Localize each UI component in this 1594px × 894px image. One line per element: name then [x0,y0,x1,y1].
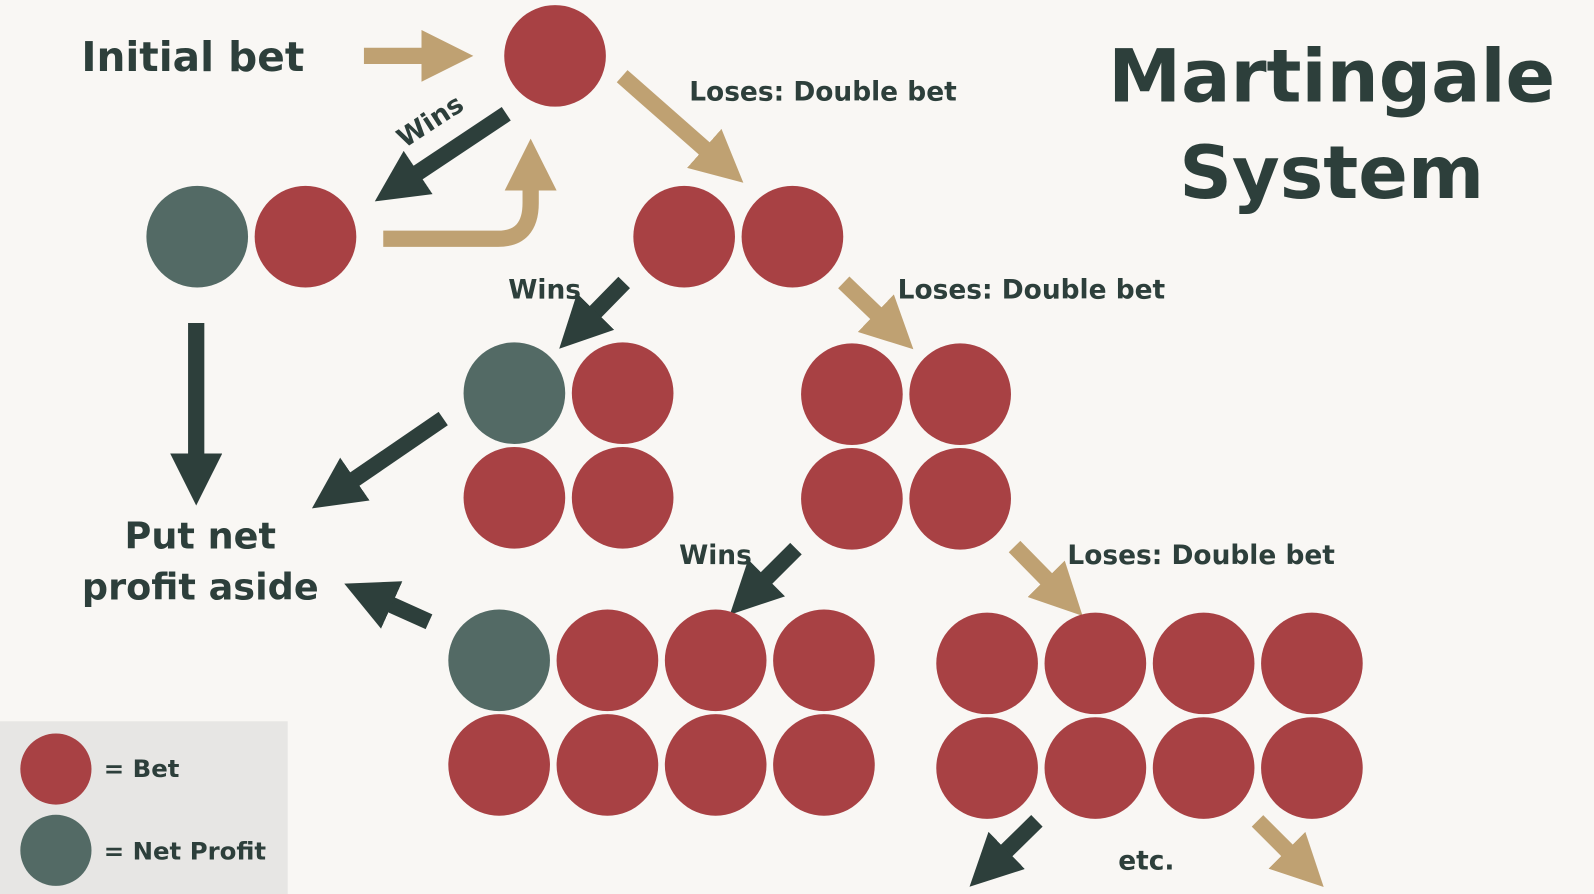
group-win-after-2 [463,342,674,549]
bet-chip [556,609,659,712]
bet-chip [448,714,550,816]
bet-chip [1152,612,1255,715]
etc-lose-arrow [1251,815,1324,887]
bet-chip [664,609,767,712]
group-lose-2-double [801,343,1011,550]
bet-chip [1152,717,1255,819]
put-aside-arrow-3 [344,581,433,630]
etc-win-arrow [969,815,1043,887]
title-line-1: Martingale [1108,35,1555,120]
lose-arrow-1 [616,70,744,183]
legend-net-profit-label: = Net Profit [104,836,267,865]
legend-bet-label: = Bet [104,754,180,783]
wins-label-2: Wins [508,275,581,306]
bet-chip [909,448,1011,550]
bet-chip [633,185,735,288]
bet-chip [936,612,1038,715]
bet-chip [556,714,659,816]
lose-arrow-3 [1008,540,1083,616]
initial-bet-label: Initial bet [81,33,304,81]
bet-chip [773,609,875,712]
lose-arrow-2 [838,276,914,350]
bet-chip [571,447,674,549]
net-profit-chip [146,185,249,288]
wins-label-3: Wins [679,540,752,571]
group-lose-1-double [633,185,844,288]
legend-bet-swatch [20,733,92,805]
put-aside-line-1: Put net [125,515,276,558]
win-arrow-3 [729,542,802,615]
return-arrow [383,138,557,247]
bet-chip [936,717,1038,819]
group-win-after-4 [448,609,875,816]
group-initial-bet [504,5,606,107]
title-line-2: System [1179,131,1484,216]
net-profit-chip [448,609,550,712]
bet-chip [801,343,903,445]
legend-profit-swatch [20,814,92,886]
bet-chip [801,448,903,550]
bet-chip [909,343,1011,445]
bet-chip [1261,717,1363,819]
etc-label: etc. [1118,846,1174,877]
group-lose-3-double [936,612,1363,819]
bet-chip [741,185,844,288]
loses-label-1: Loses: Double bet [689,77,957,108]
bet-chip [773,714,875,816]
put-aside-arrow-2 [311,411,448,509]
bet-chip [664,714,767,816]
win-arrow-1 [374,107,511,202]
bet-chip [254,185,357,288]
bet-chip [504,5,606,107]
bet-chip [463,447,566,549]
bet-chip [1044,612,1147,715]
group-win-after-1 [146,185,357,288]
win-arrow-2 [559,276,630,349]
loses-label-2: Loses: Double bet [898,275,1166,306]
bet-chip [571,342,674,444]
loses-label-3: Loses: Double bet [1067,540,1335,571]
bet-chip [1044,717,1147,819]
net-profit-chip [463,342,566,444]
put-aside-line-2: profit aside [82,565,319,608]
bet-chip [1261,612,1363,715]
